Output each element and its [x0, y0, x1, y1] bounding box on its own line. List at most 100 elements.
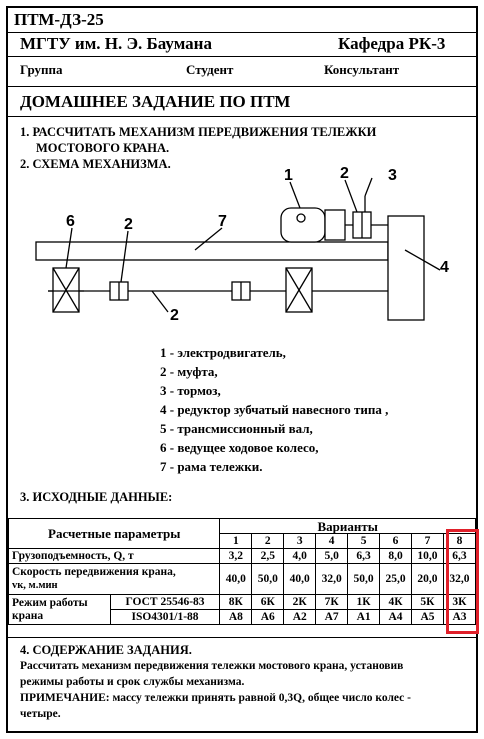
variants-header: Варианты — [219, 518, 476, 534]
label-coupling-shaft: 2 — [170, 307, 179, 324]
table-cell: 3К — [442, 594, 477, 610]
table-cell: 2К — [283, 594, 317, 610]
header-code-row: ПТМ-ДЗ-25 — [8, 8, 476, 33]
speed-label-line-1: Скорость передвижения крана, — [12, 566, 176, 578]
table-cell: 32,0 — [315, 563, 349, 595]
table-cell: А3 — [442, 609, 477, 625]
params-header: Расчетные параметры — [7, 518, 221, 549]
section-4-title: 4. СОДЕРЖАНИЕ ЗАДАНИЯ. — [20, 643, 192, 657]
department-name: Кафедра РК-3 — [338, 34, 446, 53]
legend-item: 2 - муфта, — [160, 364, 218, 379]
page-frame — [6, 6, 478, 733]
table-cell: 10,0 — [411, 548, 444, 564]
legend-item: 5 - трансмиссионный вал, — [160, 421, 313, 436]
legend-item: 1 - электродвигатель, — [160, 345, 286, 360]
legend-item: 7 - рама тележки. — [160, 459, 263, 474]
label-reducer: 4 — [440, 259, 449, 276]
parameters-table: Расчетные параметры Варианты 1 2 3 4 5 6… — [7, 518, 477, 625]
table-cell: А4 — [379, 609, 412, 625]
task-item-1-line-1: 1. РАССЧИТАТЬ МЕХАНИЗМ ПЕРЕДВИЖЕНИЯ ТЕЛЕ… — [20, 125, 377, 139]
motor-tail — [324, 209, 346, 241]
table-cell: 6,3 — [347, 548, 381, 564]
variant-number: 6 — [379, 533, 412, 549]
university-name: МГТУ им. Н. Э. Баумана — [20, 34, 212, 53]
table-cell: А7 — [315, 609, 349, 625]
table-cell: А8 — [219, 609, 253, 625]
table-cell: 6,3 — [442, 548, 477, 564]
table-cell: А5 — [411, 609, 444, 625]
mode-label-line-1: Режим работы — [12, 596, 88, 609]
table-row: Режим работы крана ГОСТ 25546-83 8К 6К 2… — [8, 594, 477, 625]
label-brake: 3 — [388, 167, 397, 184]
legend-item: 3 - тормоз, — [160, 383, 221, 398]
task-item-2: 2. СХЕМА МЕХАНИЗМА. — [20, 157, 171, 171]
table-cell: 8,0 — [379, 548, 412, 564]
header-university-row: МГТУ им. Н. Э. Баумана Кафедра РК-3 — [8, 32, 476, 57]
label-coupling-top: 2 — [340, 165, 349, 182]
variant-number: 1 — [219, 533, 253, 549]
section-4-line-4: четыре. — [20, 708, 61, 720]
table-cell: 4К — [379, 594, 412, 610]
legend-item: 6 - ведущее ходовое колесо, — [160, 440, 319, 455]
table-cell: 6К — [251, 594, 285, 610]
variant-number: 4 — [315, 533, 349, 549]
section-4-line-1: Рассчитать механизм передвижения тележки… — [20, 660, 404, 672]
consultant-label: Консультант — [324, 62, 400, 77]
document-code: ПТМ-ДЗ-25 — [14, 10, 104, 29]
variant-number: 8 — [442, 533, 477, 549]
table-cell: 8К — [219, 594, 253, 610]
table-cell: 50,0 — [347, 563, 381, 595]
label-frame: 7 — [218, 213, 227, 230]
table-cell: 40,0 — [283, 563, 317, 595]
mode-label: Режим работы крана — [8, 594, 111, 625]
motor — [280, 207, 326, 243]
section-divider — [8, 637, 476, 638]
table-cell: 25,0 — [379, 563, 412, 595]
table-cell: А1 — [347, 609, 381, 625]
label-wheel: 6 — [66, 213, 75, 230]
section-4-line-2: режимы работы и срок службы механизма. — [20, 676, 245, 688]
table-cell: 3,2 — [219, 548, 253, 564]
table-cell: А2 — [283, 609, 317, 625]
load-label: Грузоподъемность, Q, т — [7, 548, 221, 564]
motor-detail — [296, 213, 306, 223]
task-item-1-line-2: МОСТОВОГО КРАНА. — [36, 141, 170, 155]
homework-title-row: ДОМАШНЕЕ ЗАДАНИЕ ПО ПТМ — [8, 86, 476, 117]
speed-label: Скорость передвижения крана, vк, м.мин — [7, 563, 221, 595]
trolley-frame — [35, 241, 389, 261]
reducer — [387, 215, 425, 321]
section-3-title: 3. ИСХОДНЫЕ ДАННЫЕ: — [20, 490, 173, 504]
student-label: Студент — [186, 62, 234, 77]
table-cell: 7К — [315, 594, 349, 610]
table-cell: 20,0 — [411, 563, 444, 595]
table-cell: 1К — [347, 594, 381, 610]
iso-label: ISO4301/1-88 — [109, 609, 221, 625]
table-cell: 2,5 — [251, 548, 285, 564]
table-cell: 32,0 — [442, 563, 477, 595]
variant-number: 2 — [251, 533, 285, 549]
table-cell: А6 — [251, 609, 285, 625]
table-row: Скорость передвижения крана, vк, м.мин 4… — [7, 563, 477, 595]
section-4-line-3: ПРИМЕЧАНИЕ: массу тележки принять равной… — [20, 692, 411, 704]
speed-label-line-2: vк, м.мин — [12, 580, 58, 591]
variant-number: 5 — [347, 533, 381, 549]
table-row: ISO4301/1-88 А8 А6 А2 А7 А1 А4 А5 А3 — [9, 609, 477, 625]
label-coupling-left: 2 — [124, 216, 133, 233]
table-cell: 5,0 — [315, 548, 349, 564]
table-header-row: Расчетные параметры Варианты — [7, 518, 476, 549]
gost-label: ГОСТ 25546-83 — [109, 594, 221, 610]
table-row: Грузоподъемность, Q, т 3,2 2,5 4,0 5,0 6… — [7, 548, 477, 564]
header-people-row: Группа Студент Консультант — [8, 56, 476, 87]
table-cell: 50,0 — [251, 563, 285, 595]
table-cell: 4,0 — [283, 548, 317, 564]
variant-number: 3 — [283, 533, 317, 549]
label-motor: 1 — [284, 167, 293, 184]
table-cell: 40,0 — [219, 563, 253, 595]
legend-item: 4 - редуктор зубчатый навесного типа , — [160, 402, 389, 417]
table-cell: 5К — [411, 594, 444, 610]
mode-label-line-2: крана — [12, 609, 44, 622]
homework-title: ДОМАШНЕЕ ЗАДАНИЕ ПО ПТМ — [20, 92, 291, 111]
table-row: 1 2 3 4 5 6 7 8 — [9, 533, 477, 549]
